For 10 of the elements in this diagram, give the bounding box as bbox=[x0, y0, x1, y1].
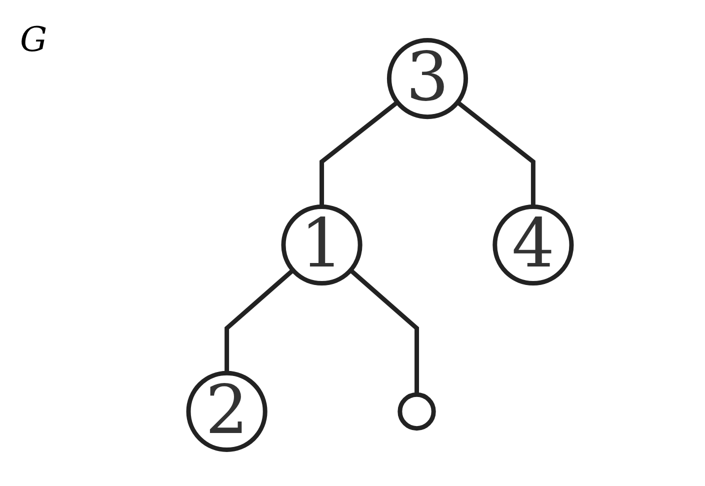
graph-title: G bbox=[20, 20, 48, 60]
connector bbox=[456, 100, 536, 207]
node-circle: 1 bbox=[281, 204, 362, 286]
node-circle: 4 bbox=[492, 204, 574, 286]
node-circle: 3 bbox=[386, 38, 468, 120]
connector bbox=[224, 268, 294, 374]
node-circle: 2 bbox=[186, 370, 268, 452]
node-circle bbox=[398, 392, 436, 431]
connector bbox=[349, 268, 420, 395]
connector bbox=[320, 100, 399, 207]
